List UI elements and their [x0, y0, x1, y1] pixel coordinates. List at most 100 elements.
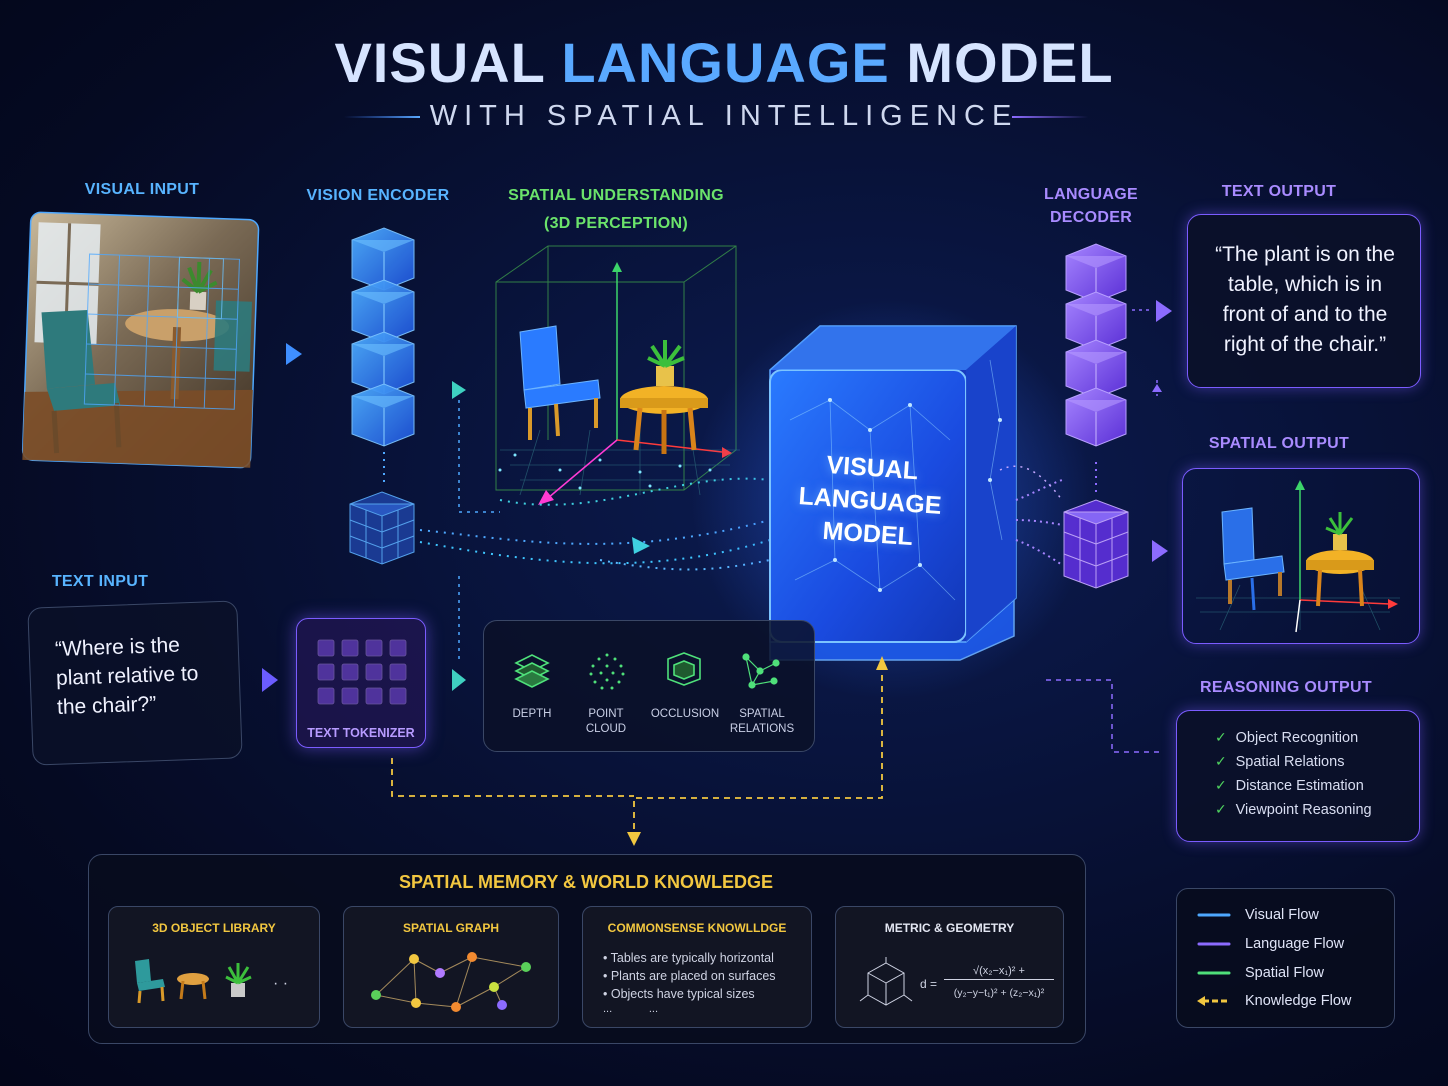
label-visual-input: VISUAL INPUT	[84, 181, 200, 198]
reasoning-item-text: Spatial Relations	[1235, 754, 1345, 770]
depth-icon	[514, 654, 550, 688]
title-part-language: LANGUAGE	[561, 31, 907, 94]
label-text-output: TEXT OUTPUT	[1221, 183, 1337, 200]
feature-spatial-text: SPATIAL	[739, 708, 785, 720]
visual-input-photo	[21, 211, 260, 469]
check-icon: ✓	[1215, 753, 1227, 769]
geometry-cube-icon	[859, 957, 913, 1006]
arrow-to-spatial-output	[1152, 540, 1168, 562]
flow-legend: Visual Flow Language Flow Spatial Flow K…	[1176, 888, 1395, 1028]
reasoning-item-text: Object Recognition	[1235, 730, 1359, 746]
text-tokenizer-box	[296, 618, 426, 748]
label-text-tokenizer: TEXT TOKENIZER	[307, 726, 415, 740]
feature-label-occlusion: OCCLUSION	[646, 707, 724, 722]
model-label: VISUAL LANGUAGE MODEL	[787, 447, 954, 557]
feature-icons	[514, 652, 780, 690]
arrow-visual-to-encoder	[286, 343, 302, 365]
label-decoder: DECODER	[1049, 209, 1133, 226]
check-icon: ✓	[1215, 777, 1227, 793]
spatial-output-card	[1182, 468, 1420, 644]
commonsense-more: ... ...	[603, 1003, 659, 1015]
particle-stream-language	[999, 465, 1063, 566]
table-icon	[177, 973, 209, 1000]
commonsense-title: COMMONSENSE KNOWLLDGE	[607, 921, 787, 935]
spatial-output-scene	[1196, 480, 1400, 633]
reasoning-list: ✓ Object Recognition ✓ Spatial Relations…	[1215, 729, 1372, 825]
commonsense-item: • Objects have typical sizes	[603, 987, 755, 1001]
vlm-core-cube	[692, 300, 1092, 700]
plant-icon	[225, 963, 252, 997]
feature-cloud-text: CLOUD	[585, 723, 627, 735]
language-decoder-stack	[1063, 243, 1129, 589]
title-part-visual: VISUAL	[334, 31, 562, 94]
label-language: LANGUAGE	[1044, 186, 1138, 203]
knowledge-flow-to-model	[633, 668, 883, 840]
spatial-feature-panel: DEPTH POINT CLOUD OCCLUSION SPATIAL RELA…	[483, 620, 815, 752]
arrow-tokenizer-to-features	[452, 669, 466, 691]
dashed-flow-to-reasoning	[1046, 679, 1162, 753]
feature-label-point-cloud: POINT CLOUD	[576, 707, 636, 737]
metric-geometry-card: METRIC & GEOMETRY d = √(x₂−x₁)² + (y₂−y−…	[835, 906, 1064, 1028]
formula-numerator: √(x₂−x₁)² +	[944, 965, 1054, 980]
label-spatial-output: SPATIAL OUTPUT	[1208, 435, 1350, 452]
metric-geometry-title: METRIC & GEOMETRY	[884, 921, 1015, 935]
spatial-graph-title: SPATIAL GRAPH	[402, 921, 499, 935]
legend-swatches	[1197, 913, 1231, 1006]
spatial-graph-network	[371, 952, 531, 1012]
label-reasoning-output: REASONING OUTPUT	[1200, 679, 1372, 696]
formula-lhs: d =	[920, 977, 938, 991]
feature-relations-text: RELATIONS	[729, 723, 795, 735]
chair-icon	[135, 959, 165, 1004]
arrow-to-text-output	[1156, 300, 1172, 322]
point-cloud-icon	[589, 653, 625, 690]
legend-language-flow: Language Flow	[1245, 936, 1345, 952]
spatial-relations-icon	[742, 653, 780, 689]
dashed-flow-encoder-down	[458, 400, 500, 513]
reasoning-item: ✓ Spatial Relations	[1215, 753, 1372, 777]
commonsense-item: • Plants are placed on surfaces	[603, 969, 776, 983]
page-subtitle: WITH SPATIAL INTELLIGENCE	[429, 100, 1019, 132]
subtitle-line-left	[344, 116, 420, 118]
title-part-model: MODEL	[906, 31, 1114, 94]
check-icon: ✓	[1215, 801, 1227, 817]
subtitle-line-right	[1012, 116, 1088, 118]
text-input-query: “Where is the plant relative to the chai…	[54, 633, 199, 719]
arrow-text-to-tokenizer	[262, 668, 278, 692]
feature-occlusion-text: OCCLUSION	[650, 708, 720, 720]
label-vision-encoder: VISION ENCODER	[306, 187, 450, 204]
legend-knowledge-flow: Knowledge Flow	[1245, 993, 1352, 1009]
label-text-input: TEXT INPUT	[51, 573, 149, 590]
reasoning-output-card: ✓ Object Recognition ✓ Spatial Relations…	[1176, 710, 1420, 842]
feature-label-depth: DEPTH	[502, 707, 562, 722]
label-3d-perception: (3D PERCEPTION)	[543, 215, 689, 232]
feature-depth-text: DEPTH	[512, 708, 552, 720]
object-library-card: 3D OBJECT LIBRARY · ·	[108, 906, 320, 1028]
text-output-card	[1187, 214, 1421, 388]
commonsense-list: • Tables are typically horizontal • Plan…	[603, 949, 803, 1015]
commonsense-card: COMMONSENSE KNOWLLDGE • Tables are typic…	[582, 906, 812, 1028]
feature-point-text: POINT	[588, 708, 624, 720]
occlusion-icon	[667, 652, 701, 686]
object-library-icons	[135, 959, 252, 1004]
reasoning-item: ✓ Distance Estimation	[1215, 777, 1372, 801]
check-icon: ✓	[1215, 729, 1227, 745]
knowledge-flow-from-tokenizer	[391, 758, 634, 797]
legend-visual-flow: Visual Flow	[1245, 907, 1319, 923]
spatial-graph-card: SPATIAL GRAPH	[343, 906, 559, 1028]
legend-knowledge-arrow-icon	[1197, 996, 1205, 1006]
page-title: VISUAL LANGUAGE MODEL	[0, 30, 1448, 95]
arrow-encoder-to-spatial	[452, 381, 466, 399]
reasoning-item: ✓ Viewpoint Reasoning	[1215, 801, 1372, 825]
formula-denominator: (y₂−y−t₁)² + (z₂−x₁)²	[953, 987, 1045, 999]
label-spatial-understanding: SPATIAL UNDERSTANDING	[508, 187, 724, 204]
vision-encoder-stack	[349, 227, 415, 565]
object-library-title: 3D OBJECT LIBRARY	[152, 921, 276, 935]
legend-spatial-flow: Spatial Flow	[1245, 965, 1324, 981]
feature-label-spatial-relations: SPATIAL RELATIONS	[726, 707, 798, 737]
reasoning-item: ✓ Object Recognition	[1215, 729, 1372, 753]
library-more: · ·	[273, 975, 289, 992]
reasoning-item-text: Distance Estimation	[1235, 778, 1364, 794]
spatial-3d-scene	[495, 245, 740, 505]
memory-title: SPATIAL MEMORY & WORLD KNOWLEDGE	[399, 872, 773, 892]
